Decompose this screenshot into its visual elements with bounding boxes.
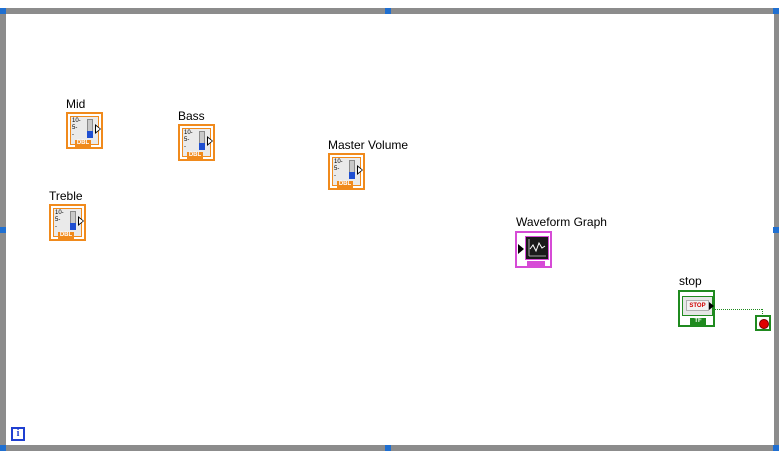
mid-label: Mid [66, 97, 86, 111]
loop-resize-handle-top-mid[interactable] [385, 8, 391, 14]
bass-label: Bass [178, 109, 205, 123]
loop-resize-handle-bottom-left[interactable] [0, 445, 6, 451]
loop-resize-handle-mid-right[interactable] [773, 227, 779, 233]
mid-slider-terminal[interactable]: 10-5-- DBL [66, 112, 103, 149]
boolean-wire[interactable] [715, 309, 762, 310]
master-volume-label: Master Volume [328, 138, 409, 152]
output-arrow-icon [78, 216, 84, 226]
dbl-type-badge: DBL [58, 232, 74, 239]
dbl-type-badge: DBL [187, 152, 203, 159]
dbl-type-badge: DBL [75, 140, 91, 147]
loop-condition-terminal[interactable] [755, 315, 771, 331]
waveform-graph-terminal[interactable] [515, 231, 552, 268]
input-arrow-icon [518, 244, 524, 254]
loop-resize-handle-mid-left[interactable] [0, 227, 6, 233]
dbl-type-badge: DBL [337, 181, 353, 188]
loop-resize-handle-bottom-mid[interactable] [385, 445, 391, 451]
treble-label: Treble [49, 189, 83, 203]
stop-label: stop [679, 274, 702, 288]
boolean-wire-vertical[interactable] [762, 309, 763, 316]
output-arrow-icon [207, 136, 213, 146]
slider-icon: 10-5-- [332, 157, 361, 186]
loop-resize-handle-top-left[interactable] [0, 8, 6, 14]
stop-if-true-icon [759, 319, 769, 329]
output-arrow-icon [95, 124, 101, 134]
stop-button-icon: STOP [686, 300, 709, 311]
loop-iteration-terminal[interactable]: i [11, 427, 25, 441]
loop-resize-handle-bottom-right[interactable] [773, 445, 779, 451]
tf-type-badge: TF [690, 318, 706, 325]
master-volume-slider-terminal[interactable]: 10-5-- DBL [328, 153, 365, 190]
treble-slider-terminal[interactable]: 10-5-- DBL [49, 204, 86, 241]
output-arrow-icon [357, 165, 363, 175]
output-arrow-icon [709, 302, 714, 310]
waveform-graph-label: Waveform Graph [516, 215, 607, 229]
stop-button-terminal[interactable]: STOP TF [678, 290, 715, 327]
graph-icon [525, 236, 549, 260]
loop-resize-handle-top-right[interactable] [773, 8, 779, 14]
bass-slider-terminal[interactable]: 10-5-- DBL [178, 124, 215, 161]
while-loop-frame[interactable] [0, 8, 779, 451]
